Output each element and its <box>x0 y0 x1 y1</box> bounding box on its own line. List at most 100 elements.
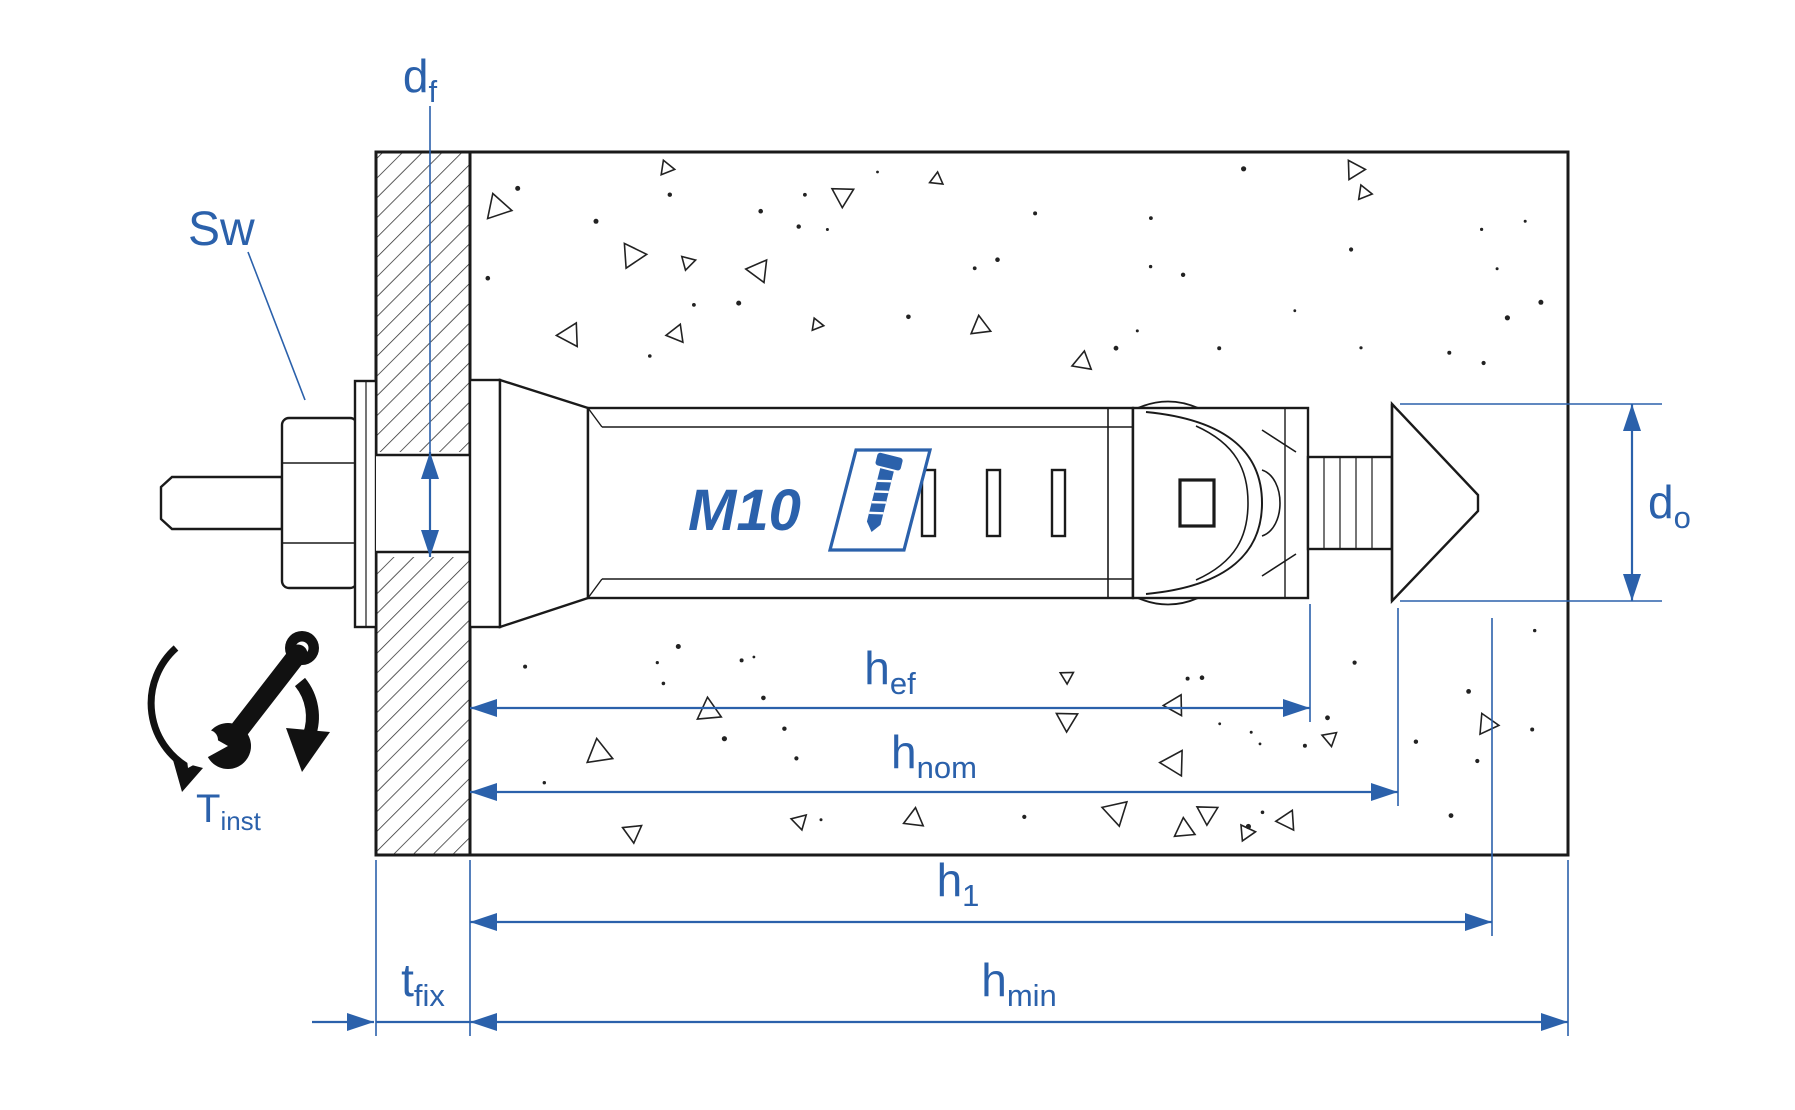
aggregate-dot <box>1249 730 1253 734</box>
aggregate-dot <box>1199 675 1205 680</box>
aggregate-dot <box>1349 247 1354 252</box>
fixture-plate <box>374 150 472 857</box>
aggregate-triangle <box>1320 731 1338 749</box>
aggregate-dot <box>758 208 763 214</box>
aggregate-dot <box>761 695 766 701</box>
aggregate-dot <box>593 218 599 224</box>
fixture-hatch-bottom <box>376 557 470 855</box>
thread-stud <box>159 475 284 531</box>
aggregate-triangle <box>664 322 684 344</box>
aggregate-dot <box>1218 722 1222 726</box>
aggregate-dot <box>515 185 521 191</box>
aggregate-triangle <box>1274 808 1295 832</box>
aggregate-dot <box>1293 309 1297 313</box>
aggregate-dot <box>485 275 491 281</box>
aggregate-dot <box>796 224 801 229</box>
aggregate-triangle <box>1173 816 1197 838</box>
aggregate-dot <box>655 661 659 665</box>
fixture-hatch-top <box>376 152 470 452</box>
aggregate-dot <box>675 644 681 649</box>
aggregate-dot <box>819 818 823 822</box>
aggregate-triangle <box>744 258 768 284</box>
shaft-through-fixture <box>376 453 470 554</box>
aggregate-triangle <box>621 824 643 845</box>
anchor-collar-cone <box>498 378 590 629</box>
aggregate-dot <box>1135 329 1139 333</box>
label-hmin: hmin <box>981 954 1057 1013</box>
aggregate-dot <box>1033 211 1038 216</box>
product-size-label: M10 <box>688 478 801 543</box>
label-df: df <box>403 50 438 109</box>
anchor-assembly <box>159 378 1480 629</box>
aggregate-triangle <box>928 170 945 186</box>
washer <box>353 379 378 629</box>
aggregate-dot <box>782 726 787 731</box>
aggregate-triangle <box>554 321 579 348</box>
aggregate-dot <box>648 354 652 358</box>
aggregate-dot <box>1325 715 1330 721</box>
aggregate-triangle <box>1347 159 1368 182</box>
aggregate-dot <box>1480 227 1484 231</box>
aggregate-triangle <box>1158 749 1183 778</box>
label-sw: Sw <box>188 203 255 256</box>
aggregate-triangle <box>902 806 925 827</box>
concrete-texture <box>485 158 1544 845</box>
aggregate-triangle <box>811 316 826 332</box>
aggregate-dot <box>1352 660 1357 665</box>
sleeve-slot <box>1050 468 1067 538</box>
label-hef: hef <box>864 642 916 701</box>
torque-wrench-icon <box>147 631 330 792</box>
aggregate-dot <box>692 303 696 307</box>
dimension-lines <box>312 404 1641 1031</box>
aggregate-triangle <box>1479 711 1501 736</box>
aggregate-dot <box>825 228 829 231</box>
label-tinst: Tinst <box>196 787 262 836</box>
clip-window <box>1178 478 1216 528</box>
aggregate-dot <box>1530 727 1535 732</box>
aggregate-triangle <box>830 187 856 210</box>
aggregate-dot <box>876 170 879 174</box>
aggregate-triangle <box>1195 806 1220 827</box>
aggregate-dot <box>1359 346 1363 350</box>
brand-logo-icon <box>827 448 933 552</box>
aggregate-dot <box>995 257 1000 263</box>
aggregate-dot <box>1302 743 1307 748</box>
dimensions <box>247 106 1662 1036</box>
aggregate-dot <box>667 192 672 197</box>
aggregate-dot <box>803 192 807 197</box>
aggregate-dot <box>1495 267 1499 271</box>
sw-leader-line <box>247 251 306 401</box>
aggregate-dot <box>1413 739 1419 744</box>
label-h1: h1 <box>937 854 980 913</box>
anchor-flange <box>468 378 502 629</box>
aggregate-triangle <box>1070 349 1093 371</box>
aggregate-dot <box>1448 813 1454 818</box>
aggregate-dot <box>1481 360 1486 366</box>
labels: Sw df do hef hnom h1 hmin tfix M10 Tinst <box>188 50 1691 1013</box>
aggregate-dot <box>1149 216 1153 221</box>
sleeve-slot <box>985 468 1002 538</box>
aggregate-dot <box>1523 219 1527 223</box>
aggregate-triangle <box>789 813 808 832</box>
aggregate-dot <box>972 266 977 271</box>
aggregate-dot <box>661 681 666 686</box>
aggregate-dot <box>1180 272 1186 277</box>
aggregate-dot <box>1258 742 1262 746</box>
aggregate-dot <box>752 655 756 659</box>
rear-thread-section <box>1306 455 1394 551</box>
aggregate-dot <box>906 314 911 320</box>
expansion-clip <box>1131 400 1310 606</box>
aggregate-dot <box>1185 676 1190 681</box>
aggregate-dot <box>1245 823 1251 830</box>
aggregate-triangle <box>660 158 677 176</box>
aggregate-dot <box>1533 628 1537 633</box>
extension-lines <box>375 106 1662 1036</box>
label-hnom: hnom <box>891 726 977 785</box>
aggregate-dot <box>542 781 546 785</box>
aggregate-dot <box>1217 346 1222 351</box>
aggregate-dot <box>1260 810 1265 815</box>
aggregate-dot <box>1504 315 1510 321</box>
aggregate-dot <box>523 664 528 669</box>
